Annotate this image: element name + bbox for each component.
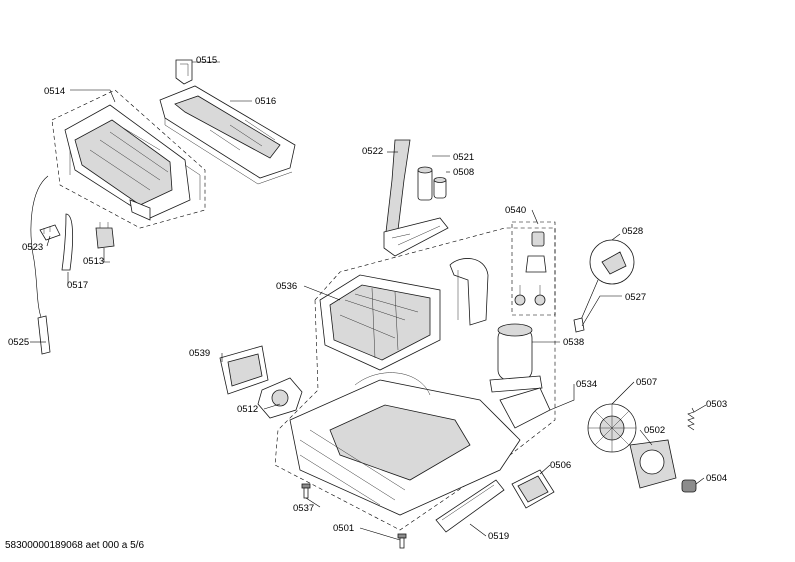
part-0536-drawing — [319, 258, 489, 371]
document-id-footer: 58300000189068 aet 000 a 5/6 — [5, 540, 145, 551]
part-0503-drawing — [687, 407, 695, 431]
part-0538-drawing — [489, 323, 543, 393]
label-0534: 0534 — [576, 379, 597, 390]
label-0538: 0538 — [563, 337, 584, 348]
part-0506-drawing — [511, 469, 555, 509]
part-labels: 0515 0514 0516 0522 0521 0508 0523 0513 … — [8, 55, 727, 542]
label-0525: 0525 — [8, 337, 29, 348]
label-0536: 0536 — [276, 281, 297, 292]
part-0514-drawing — [51, 89, 206, 229]
label-0519: 0519 — [488, 531, 509, 542]
part-0519-drawing — [435, 479, 505, 533]
label-0517: 0517 — [67, 280, 88, 291]
label-0523: 0523 — [22, 242, 43, 253]
label-0512: 0512 — [237, 404, 258, 415]
part-0521-drawing — [417, 166, 433, 201]
part-0537-drawing — [301, 483, 311, 499]
label-0501: 0501 — [333, 523, 354, 534]
label-0513: 0513 — [83, 256, 104, 267]
part-0512-drawing — [257, 377, 303, 419]
label-0508: 0508 — [453, 167, 474, 178]
leader-lines — [30, 61, 707, 541]
base-tub-drawing — [289, 372, 551, 516]
label-0528: 0528 — [622, 226, 643, 237]
part-0502-drawing — [629, 439, 677, 489]
part-0515-drawing — [175, 59, 193, 85]
label-0514: 0514 — [44, 86, 65, 97]
part-0516-drawing — [159, 85, 296, 185]
part-0517-drawing — [61, 213, 74, 271]
part-0507-drawing — [587, 403, 637, 453]
label-0515: 0515 — [196, 55, 217, 66]
part-0523-drawing — [39, 224, 61, 241]
label-0539: 0539 — [189, 348, 210, 359]
label-0521: 0521 — [453, 152, 474, 163]
label-0537: 0537 — [293, 503, 314, 514]
part-0522-drawing — [383, 139, 449, 257]
label-0503: 0503 — [706, 399, 727, 410]
label-0506: 0506 — [550, 460, 571, 471]
part-0525-drawing — [30, 175, 51, 355]
part-0504-drawing — [681, 479, 697, 493]
part-0501-drawing — [397, 533, 407, 549]
part-0508-drawing — [433, 177, 447, 199]
label-0502: 0502 — [644, 425, 665, 436]
part-0513-drawing — [95, 222, 115, 249]
part-0539-drawing — [219, 345, 269, 395]
part-0540-drawing — [511, 221, 556, 316]
label-0504: 0504 — [706, 473, 727, 484]
part-0528-drawing — [573, 239, 635, 333]
label-0507: 0507 — [636, 377, 657, 388]
label-0516: 0516 — [255, 96, 276, 107]
label-0527: 0527 — [625, 292, 646, 303]
label-0522: 0522 — [362, 146, 383, 157]
label-0540: 0540 — [505, 205, 526, 216]
